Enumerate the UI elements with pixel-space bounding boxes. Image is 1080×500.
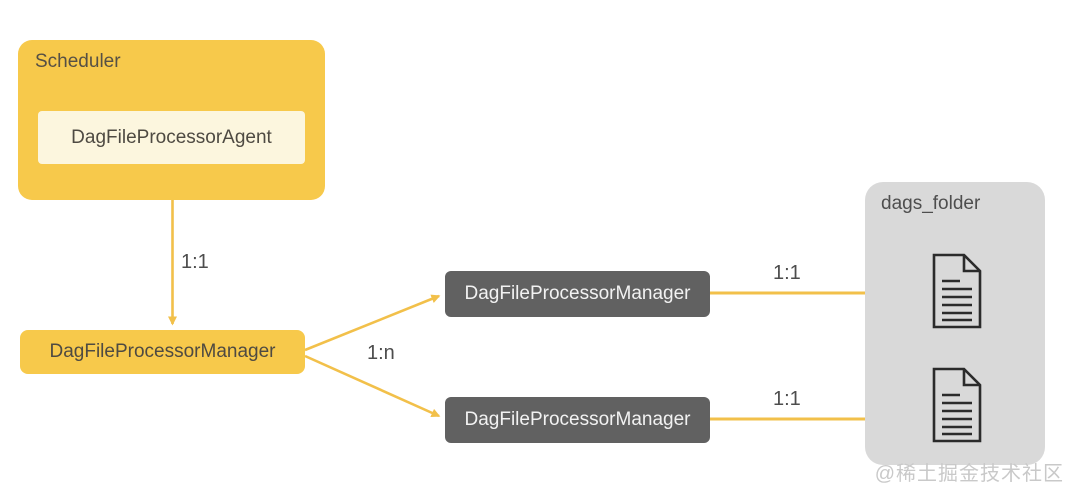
scheduler-node: Scheduler DagFileProcessorAgent xyxy=(18,40,325,200)
edge-label-scheduler-manager: 1:1 xyxy=(181,251,209,273)
edge-manager-to-processor-bottom xyxy=(304,354,441,418)
dag-file-processor-agent-node: DagFileProcessorAgent xyxy=(38,111,305,164)
processor-node-top: DagFileProcessorManager xyxy=(445,271,710,317)
document-icon xyxy=(932,367,982,443)
dag-file-processor-manager-node: DagFileProcessorManager xyxy=(20,330,305,374)
dags-folder-label: dags_folder xyxy=(881,193,981,214)
edge-label-processor-bottom-folder: 1:1 xyxy=(773,388,801,410)
scheduler-label: Scheduler xyxy=(35,51,121,72)
edge-label-manager-processors: 1:n xyxy=(367,342,395,364)
document-icon xyxy=(932,253,982,329)
watermark-text: @稀土掘金技术社区 xyxy=(874,463,1064,485)
processor-node-bottom: DagFileProcessorManager xyxy=(445,397,710,443)
edge-label-processor-top-folder: 1:1 xyxy=(773,262,801,284)
dags-folder-panel: dags_folder xyxy=(865,182,1045,465)
